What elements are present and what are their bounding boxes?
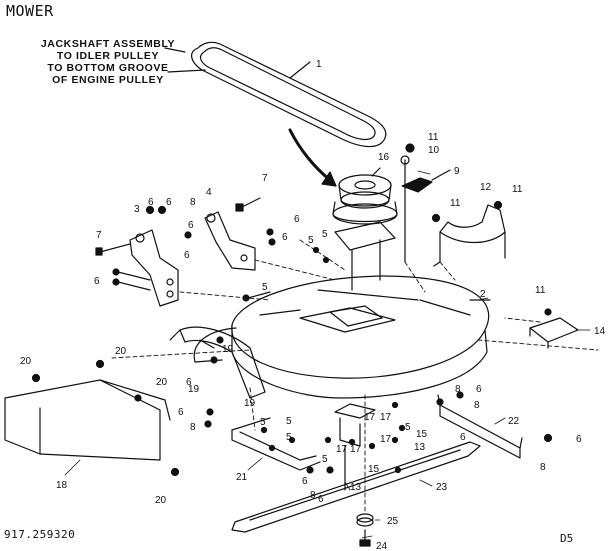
callout-21: 21 <box>236 472 248 483</box>
idler-pulley <box>332 167 398 225</box>
callout-16: 16 <box>378 152 390 163</box>
discharge-chute <box>4 379 171 461</box>
callout-22: 22 <box>508 416 520 427</box>
v-belt <box>191 41 387 148</box>
callout-5h: 5 <box>405 422 411 433</box>
routing-arrow <box>288 128 337 187</box>
note-line: JACKSHAFT ASSEMBLY <box>40 38 176 50</box>
callout-9: 9 <box>454 166 460 177</box>
callout-6n: 6 <box>576 434 582 445</box>
callout-5c: 5 <box>262 282 268 293</box>
callout-6l: 6 <box>476 384 482 395</box>
callout-6a: 6 <box>148 197 154 208</box>
callout-8e: 8 <box>455 384 461 395</box>
callout-6f: 6 <box>282 232 288 243</box>
chute-hinge <box>169 326 266 399</box>
callout-6g: 6 <box>94 276 100 287</box>
callout-5a: 5 <box>308 235 314 246</box>
callout-19b: 19 <box>188 384 200 395</box>
callout-4: 4 <box>206 187 212 198</box>
belt-routing-note: JACKSHAFT ASSEMBLY TO IDLER PULLEY TO BO… <box>28 38 188 86</box>
callout-6d: 6 <box>184 250 190 261</box>
callout-8c: 8 <box>310 490 316 501</box>
callout-15a: 15 <box>416 429 428 440</box>
assembly-lines <box>111 239 599 513</box>
callout-6m: 6 <box>460 432 466 443</box>
callout-1: 1 <box>316 59 322 70</box>
callout-7b: 7 <box>96 230 102 241</box>
callout-8b: 8 <box>190 422 196 433</box>
callout-6e: 6 <box>294 214 300 225</box>
callout-13a: 13 <box>350 482 362 493</box>
callout-5g: 5 <box>322 454 328 465</box>
mower-deck <box>193 275 491 399</box>
left-hanger-bracket <box>129 229 179 307</box>
callout-24: 24 <box>376 541 388 551</box>
callout-11d: 11 <box>535 285 546 296</box>
callout-3: 3 <box>134 204 140 215</box>
callout-10: 10 <box>428 145 440 156</box>
callout-11c: 11 <box>450 198 461 209</box>
idler-bracket <box>334 155 410 291</box>
callout-leaders <box>64 170 591 539</box>
callout-20c: 20 <box>156 377 168 388</box>
callout-11b: 11 <box>512 184 523 195</box>
callout-6h: 6 <box>186 377 192 388</box>
callout-6i: 6 <box>178 407 184 418</box>
note-leader <box>164 47 186 53</box>
callout-5d: 5 <box>260 417 266 428</box>
model-number: 917.259320 <box>4 528 76 541</box>
belt-cover-bracket <box>433 204 506 267</box>
front-stabilizer <box>231 417 321 471</box>
blade-adapter <box>356 513 374 547</box>
callout-6c: 6 <box>188 220 194 231</box>
callout-23: 23 <box>436 482 448 493</box>
callout-11a: 11 <box>428 132 439 143</box>
part-callouts: 1 2 3 4 7 7 6 6 8 6 6 6 6 6 5 5 5 11 10 … <box>20 59 606 551</box>
callout-20a: 20 <box>20 356 32 367</box>
callout-2: 2 <box>480 289 486 300</box>
note-line: TO IDLER PULLEY <box>56 50 160 62</box>
callout-19a: 19 <box>222 344 234 355</box>
belt-guide <box>401 169 451 193</box>
hardware-bolts <box>31 143 553 477</box>
callout-6j: 6 <box>302 476 308 487</box>
callout-8f: 8 <box>540 462 546 473</box>
callout-20b: 20 <box>115 346 127 357</box>
note-leader <box>167 69 206 73</box>
callout-12: 12 <box>480 182 492 193</box>
mower-blade <box>231 441 481 533</box>
callout-17e: 17 <box>380 434 392 445</box>
note-line: TO BOTTOM GROOVE <box>47 62 169 74</box>
diagram-title: MOWER <box>6 2 54 20</box>
drag-link <box>437 394 523 459</box>
note-line: OF ENGINE PULLEY <box>52 74 164 86</box>
callout-8d: 8 <box>474 400 480 411</box>
callout-19c: 19 <box>244 398 256 409</box>
callout-6k: 6 <box>318 494 324 505</box>
callout-18: 18 <box>56 480 68 491</box>
callout-17c: 17 <box>336 444 348 455</box>
callout-13b: 13 <box>414 442 426 453</box>
callout-7a: 7 <box>262 173 268 184</box>
front-hanger-bracket <box>204 211 256 271</box>
sheet-code: D5 <box>560 532 574 545</box>
callout-5b: 5 <box>322 229 328 240</box>
callout-17b: 17 <box>380 412 392 423</box>
callout-15b: 15 <box>368 464 380 475</box>
callout-14: 14 <box>594 326 606 337</box>
side-bracket <box>529 317 579 349</box>
callout-8a: 8 <box>190 197 196 208</box>
callout-5f: 5 <box>286 432 292 443</box>
callout-6b: 6 <box>166 197 172 208</box>
callout-17d: 17 <box>350 444 362 455</box>
callout-20d: 20 <box>155 495 167 506</box>
callout-5e: 5 <box>286 416 292 427</box>
callout-25: 25 <box>387 516 399 527</box>
callout-17a: 17 <box>364 412 376 423</box>
